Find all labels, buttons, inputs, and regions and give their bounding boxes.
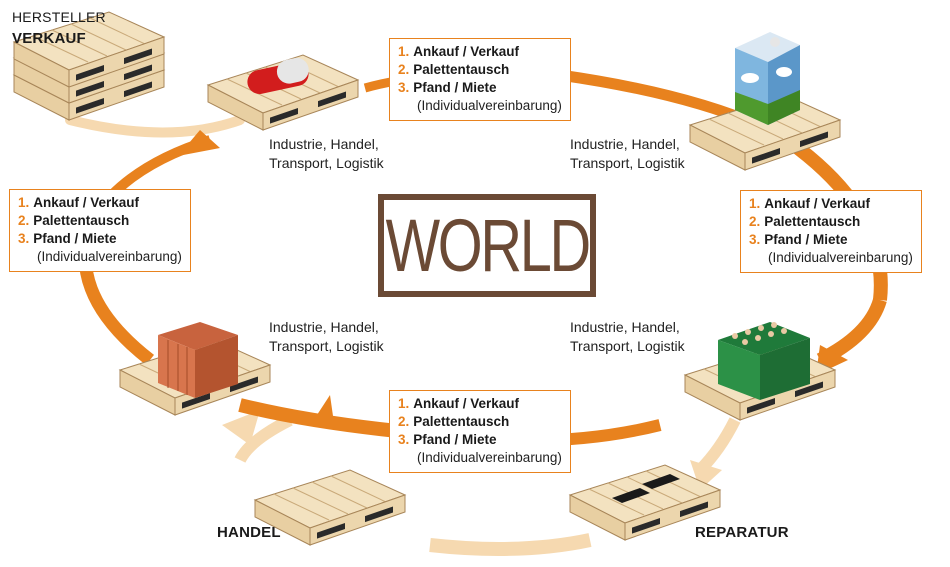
- pallet-reparatur-icon: [569, 464, 721, 541]
- sector-line2: Transport, Logistik: [269, 155, 384, 171]
- return-arc-left: [234, 414, 293, 463]
- label-hersteller: HERSTELLER: [12, 9, 106, 25]
- sector-line2: Transport, Logistik: [570, 155, 685, 171]
- sector-text-top-right: Industrie, Handel, Transport, Logistik: [570, 135, 685, 173]
- sector-text-bottom-left: Industrie, Handel, Transport, Logistik: [269, 318, 384, 356]
- sector-line2: Transport, Logistik: [570, 338, 685, 354]
- label-verkauf: VERKAUF: [12, 30, 86, 47]
- sector-line1: Industrie, Handel,: [269, 319, 379, 335]
- label-reparatur: REPARATUR: [695, 524, 789, 541]
- sector-text-bottom-right: Industrie, Handel, Transport, Logistik: [570, 318, 685, 356]
- sector-text-top-left: Industrie, Handel, Transport, Logistik: [269, 135, 384, 173]
- option-box-right: 1.Ankauf / Verkauf 2.Palettentausch 3.Pf…: [740, 190, 922, 273]
- label-handel: HANDEL: [217, 524, 281, 541]
- pallet-milk-carton-icon: [689, 32, 841, 171]
- pallet-brick-icon: [119, 322, 271, 416]
- sector-line1: Industrie, Handel,: [269, 136, 379, 152]
- option-box-left: 1.Ankauf / Verkauf 2.Palettentausch 3.Pf…: [9, 189, 191, 272]
- option-box-top: 1.Ankauf / Verkauf 2.Palettentausch 3.Pf…: [389, 38, 571, 121]
- sector-line1: Industrie, Handel,: [570, 136, 680, 152]
- sector-line1: Industrie, Handel,: [570, 319, 680, 335]
- option-box-bottom: 1.Ankauf / Verkauf 2.Palettentausch 3.Pf…: [389, 390, 571, 473]
- pallet-bottle-crate-icon: [684, 322, 836, 421]
- sector-line2: Transport, Logistik: [269, 338, 384, 354]
- return-arc-top: [65, 115, 245, 138]
- stacked-pallets-icon: [13, 11, 165, 121]
- world-logo-text: WORLD: [385, 203, 590, 287]
- return-arc-right: [695, 417, 741, 475]
- pallet-capsule-icon: [207, 54, 359, 131]
- return-arc-bottom: [429, 533, 592, 556]
- world-logo: WORLD: [378, 194, 596, 297]
